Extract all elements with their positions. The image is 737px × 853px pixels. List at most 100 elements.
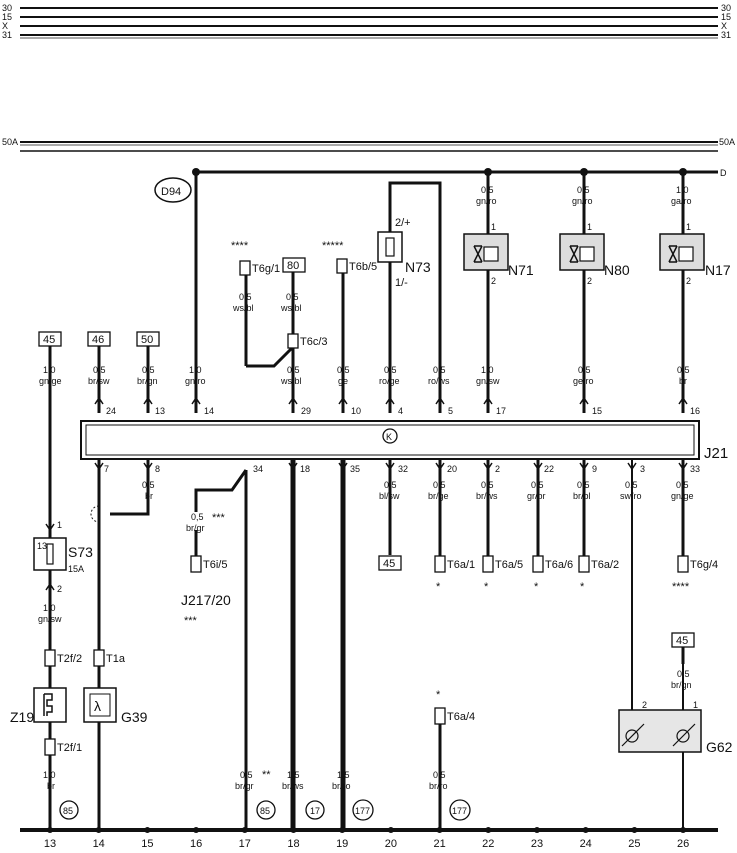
bottom-node-dot <box>47 827 53 833</box>
n17-valve-icon <box>668 245 678 263</box>
wire-20b-colour: bl/sw <box>379 491 400 501</box>
wire-20-size: 0,5 <box>384 365 397 375</box>
rail-label-50a-right: 50A <box>719 137 735 147</box>
s73-body <box>33 537 67 571</box>
bottom-node-dot <box>144 827 151 833</box>
stars-t6a6: * <box>534 581 539 593</box>
connector-j217-group: T6i/5 J217/20 *** <box>181 555 231 627</box>
ref-box-80-label: 80 <box>287 260 299 272</box>
component-n17: N17 1 2 <box>659 222 731 286</box>
wire-g62-size: 0,5 <box>677 669 690 679</box>
arrow-up-icon <box>143 396 153 405</box>
bottom-node-dot <box>631 827 638 833</box>
connector-t6i5-label: T6i/5 <box>203 559 227 571</box>
wire-26-colour: br <box>679 376 687 386</box>
stars-t6g1: **** <box>231 240 249 252</box>
ground-d94: D94 <box>154 177 192 203</box>
pin-32: 32 <box>398 464 408 474</box>
wire-21-colour: ro/ws <box>428 376 450 386</box>
wire-g62-colour: br/gn <box>671 680 692 690</box>
ground-label: D94 <box>161 186 181 198</box>
arrow-up-icon <box>385 396 395 405</box>
wire-22-colour: gn/sw <box>476 376 500 386</box>
wire-26b-colour: gn/ge <box>671 491 694 501</box>
wire-19c-size: 1,5 <box>337 770 350 780</box>
bottom-node-dot <box>387 827 394 833</box>
connector-t2f2-label: T2f/2 <box>57 653 82 665</box>
bottom-node-dot <box>241 827 248 833</box>
n71-pin-1: 1 <box>491 222 496 232</box>
n71-label: N71 <box>508 262 534 278</box>
wire-24-size: 0,5 <box>578 365 591 375</box>
wire-tg1-bridge <box>246 346 294 368</box>
j21-top-pins: 24 13 14 29 10 4 5 17 15 16 <box>94 396 700 416</box>
top-rails: 30 15 X 31 30 15 X 31 50A 50A D <box>2 3 735 178</box>
wire-25b-size: 0,5 <box>625 480 638 490</box>
wire-j217-size: 0,5 <box>191 512 204 522</box>
bottom-column-number: 24 <box>580 838 592 850</box>
n73-pin-2: 2/+ <box>395 217 411 229</box>
s73-amp: 15A <box>68 564 84 574</box>
rail-label-50a-left: 50A <box>2 137 18 147</box>
ref-box-46 <box>87 331 111 347</box>
rail-label-d: D <box>720 168 727 178</box>
arrow-up-icon <box>94 396 104 405</box>
wire-13-size: 1,0 <box>43 365 56 375</box>
wire-15b-size: 0,5 <box>142 480 155 490</box>
n17-label: N17 <box>705 262 731 278</box>
rail-label-15-left: 15 <box>2 12 12 22</box>
connector-t6a6 <box>532 555 544 573</box>
rail-label-x-right: X <box>721 21 727 31</box>
arrow-up-icon <box>191 396 201 405</box>
wire-26-size: 0,5 <box>677 365 690 375</box>
bottom-column-number: 20 <box>385 838 397 850</box>
bottom-column-number: 13 <box>44 838 56 850</box>
wire-18-size: 0,5 <box>287 365 300 375</box>
n80-coil-icon <box>579 246 595 262</box>
connector-t2f2 <box>44 649 56 667</box>
wire-16-size: 1,0 <box>189 365 202 375</box>
connector-t6a4-label: T6a/4 <box>447 711 475 723</box>
wire-18c-colour: br/ws <box>282 781 304 791</box>
wire-15-bridge <box>110 459 150 516</box>
bottom-node-dot <box>339 827 346 833</box>
arrow-up-icon <box>678 396 688 405</box>
connector-t2f1-group: T2f/1 <box>44 738 82 756</box>
fuse-s73: 13 S73 15A 1 2 <box>33 520 93 594</box>
ref-circle-85b-label: 85 <box>260 806 270 816</box>
n73-coil <box>385 237 395 257</box>
connector-t6b5-label: T6b/5 <box>349 261 377 273</box>
wire-19-colour: ge <box>338 376 348 386</box>
wire-25b-colour: sw/ro <box>620 491 642 501</box>
arrow-up-icon <box>435 396 445 405</box>
connector-t6a4 <box>434 707 446 725</box>
wire-13-colour: gn/ge <box>39 376 62 386</box>
j21-label: J21 <box>704 445 728 462</box>
bottom-column-number: 23 <box>531 838 543 850</box>
g39-label: G39 <box>121 709 148 725</box>
g62-pin-1: 1 <box>693 700 698 710</box>
ref-box-50-label: 50 <box>141 334 153 346</box>
wire-20-colour: ro/ge <box>379 376 400 386</box>
wire-13c-size: 1,0 <box>43 770 56 780</box>
rail-label-31-left: 31 <box>2 30 12 40</box>
wire-19-size: 0,5 <box>337 365 350 375</box>
ref-circle-177b <box>449 799 471 821</box>
bottom-node-dot <box>193 827 200 833</box>
bottom-column-number: 22 <box>482 838 494 850</box>
connector-t6a2 <box>578 555 590 573</box>
n71-valve-icon <box>473 245 483 263</box>
wire-16-colour: gn/ro <box>185 376 206 386</box>
stars-17: ** <box>262 769 271 781</box>
pin-5: 5 <box>448 406 453 416</box>
n80-pin-1: 1 <box>587 222 592 232</box>
z19-label: Z19 <box>10 709 34 725</box>
wire-24-colour: ge/ro <box>573 376 594 386</box>
bottom-node-dot <box>680 827 687 833</box>
ref-circle-177 <box>352 799 374 821</box>
pin-16: 16 <box>690 406 700 416</box>
rail-label-30-left: 30 <box>2 3 12 13</box>
wire-26b-size: 0,5 <box>676 480 689 490</box>
